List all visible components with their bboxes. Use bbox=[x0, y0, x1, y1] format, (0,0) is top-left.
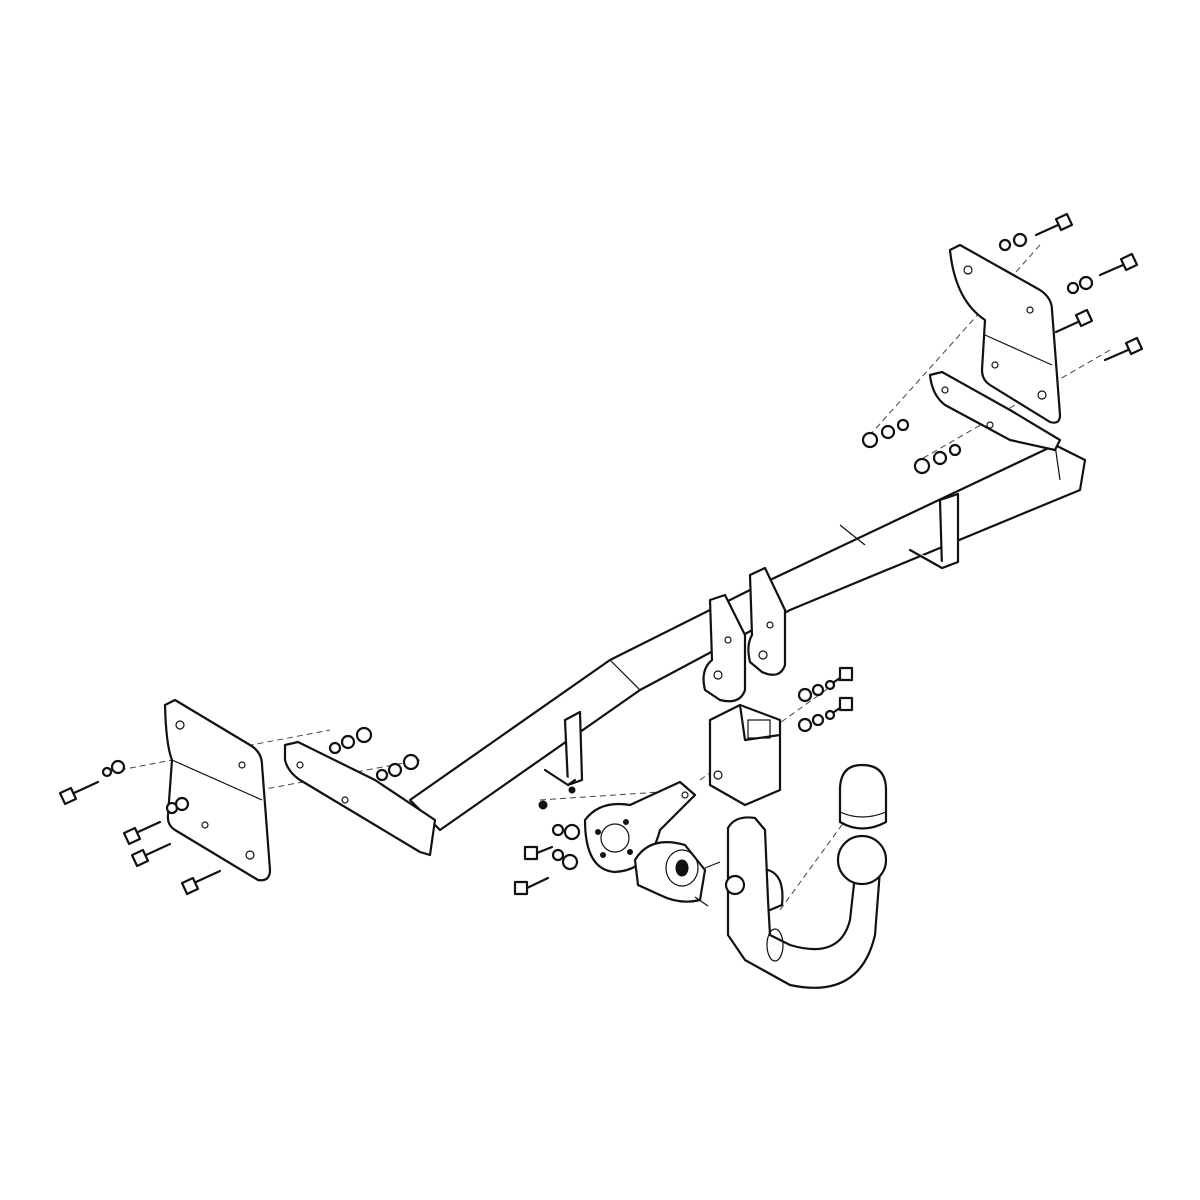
right-beam-end-plate bbox=[928, 370, 1062, 452]
washer bbox=[896, 418, 910, 432]
beam-hanger-left bbox=[543, 710, 584, 787]
bolt bbox=[832, 666, 854, 684]
nut bbox=[797, 717, 813, 733]
washer bbox=[824, 709, 836, 721]
nut bbox=[913, 457, 931, 475]
bolt bbox=[58, 780, 100, 806]
washer bbox=[824, 679, 836, 691]
washer bbox=[340, 734, 356, 750]
bolt bbox=[1034, 212, 1074, 237]
right-mounting-plate bbox=[948, 243, 1062, 424]
washer bbox=[375, 768, 389, 782]
nut bbox=[797, 687, 813, 703]
washer bbox=[551, 823, 565, 837]
tow-ball bbox=[836, 834, 888, 886]
nut bbox=[402, 753, 420, 771]
washer bbox=[948, 443, 962, 457]
bolt bbox=[122, 820, 162, 846]
washer bbox=[932, 450, 948, 466]
center-mounting-brackets bbox=[702, 566, 787, 703]
washer bbox=[811, 713, 825, 727]
electrical-socket bbox=[633, 841, 721, 907]
bolt bbox=[180, 869, 222, 896]
washer bbox=[1066, 281, 1080, 295]
washer bbox=[561, 853, 579, 871]
washer bbox=[328, 741, 342, 755]
nut bbox=[861, 431, 879, 449]
bolt bbox=[130, 842, 172, 868]
washer bbox=[110, 759, 126, 775]
washer bbox=[551, 848, 565, 862]
washer bbox=[563, 823, 581, 841]
washer bbox=[387, 762, 403, 778]
tow-ball-neck bbox=[724, 816, 882, 989]
washer bbox=[998, 238, 1012, 252]
washer bbox=[1012, 232, 1028, 248]
beam-hanger-right bbox=[908, 492, 960, 570]
nut bbox=[568, 786, 576, 794]
washer bbox=[174, 796, 190, 812]
nut bbox=[355, 726, 373, 744]
left-mounting-plate bbox=[163, 698, 272, 882]
tow-ball-cap bbox=[838, 763, 888, 830]
washer bbox=[1078, 275, 1094, 291]
bolt bbox=[832, 696, 854, 714]
bolt bbox=[1098, 252, 1139, 277]
bolt bbox=[1054, 308, 1094, 334]
left-beam-end-plate bbox=[283, 740, 437, 857]
bolt bbox=[523, 845, 554, 861]
washer bbox=[880, 424, 896, 440]
ball-mount-receiver bbox=[708, 703, 782, 807]
washer bbox=[101, 766, 113, 778]
fasteners bbox=[58, 212, 1144, 896]
bolt bbox=[1103, 336, 1144, 362]
nut bbox=[538, 800, 548, 810]
washer bbox=[811, 683, 825, 697]
bolt bbox=[513, 876, 550, 896]
